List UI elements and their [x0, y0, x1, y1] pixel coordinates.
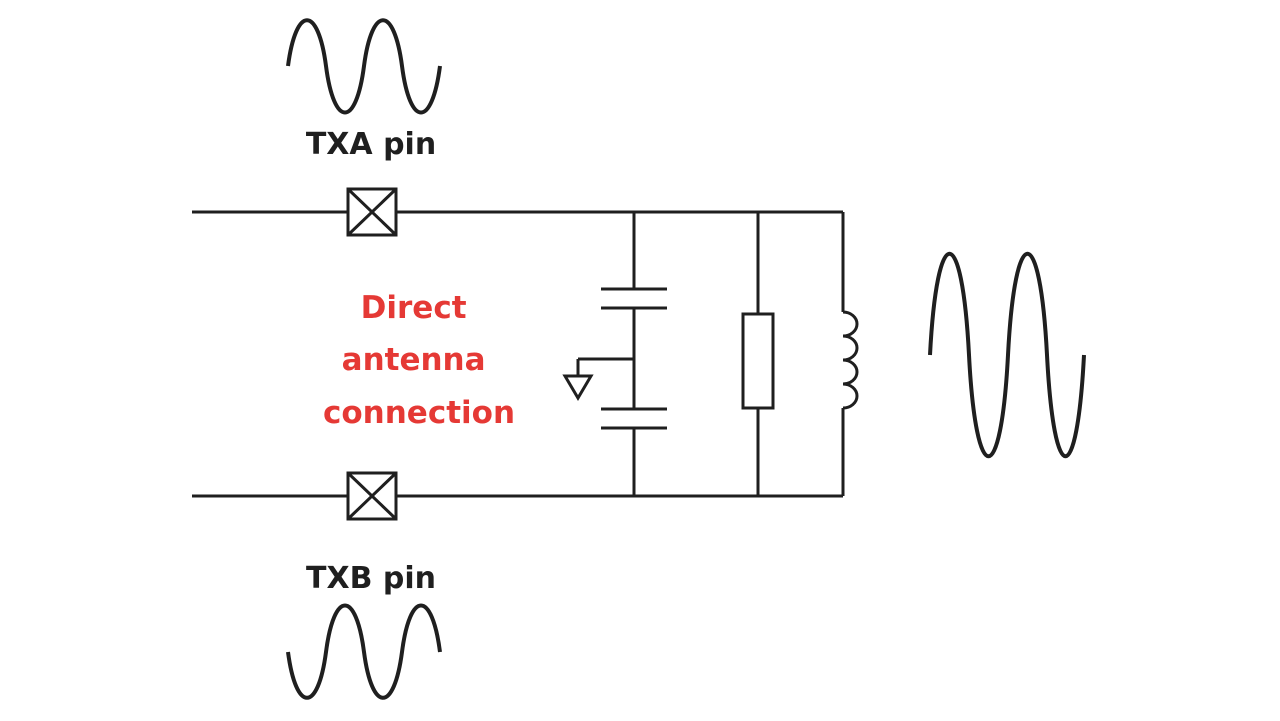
direct-label-line-2: antenna: [342, 342, 486, 378]
txa-signal-waveform: [286, 18, 442, 115]
txb-pin-label: TXB pin: [306, 561, 436, 596]
txb-pin-terminal: [346, 471, 398, 521]
direct-label-line-3: connection: [323, 395, 515, 431]
capacitor-branch: [601, 212, 667, 496]
antenna-output-waveform: [928, 251, 1086, 459]
txa-pin-terminal: [346, 187, 398, 237]
direct-label-line-1: Direct: [361, 290, 467, 326]
ground-icon: [562, 357, 634, 401]
resistor-branch: [741, 212, 775, 496]
inductor-branch: [841, 212, 859, 496]
txb-signal-waveform: [286, 603, 442, 700]
resistor: [741, 312, 775, 410]
direct-antenna-connection-label: Direct antenna connection: [323, 290, 515, 431]
inductor-coil: [842, 310, 859, 410]
txa-pin-label: TXA pin: [306, 127, 436, 162]
